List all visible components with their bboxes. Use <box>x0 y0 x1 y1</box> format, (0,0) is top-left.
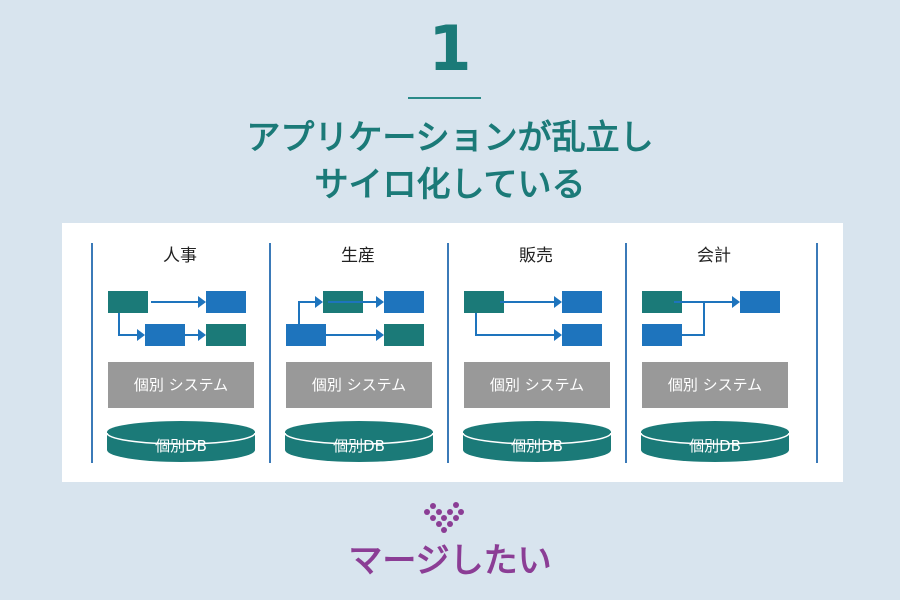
app-box <box>145 324 185 346</box>
arrow-head <box>198 329 206 341</box>
individual-db: 個別DB <box>640 420 790 464</box>
app-box <box>384 291 424 313</box>
app-flow-diagram <box>108 291 246 346</box>
arrow-head <box>732 296 740 308</box>
individual-system-box: 個別 システム <box>642 362 788 408</box>
arrow-head <box>554 329 562 341</box>
step-divider <box>408 97 481 99</box>
flow-arrow <box>118 313 137 336</box>
department-column-accounting: 会計 個別 システム 個別DB <box>596 223 834 482</box>
app-box <box>286 324 326 346</box>
arrow-head <box>376 329 384 341</box>
app-box <box>740 291 780 313</box>
individual-db: 個別DB <box>284 420 434 464</box>
db-label: 個別DB <box>155 437 207 455</box>
headline-line-2: サイロ化している <box>314 165 586 205</box>
column-divider <box>625 243 627 463</box>
app-box <box>642 324 682 346</box>
db-label: 個別DB <box>689 437 741 455</box>
individual-system-box: 個別 システム <box>108 362 254 408</box>
app-box <box>206 324 246 346</box>
department-name: 販売 <box>519 246 553 266</box>
step-number: 1 <box>428 12 472 85</box>
department-name: 生産 <box>341 246 375 266</box>
app-flow-diagram <box>286 291 424 346</box>
arrow-head <box>554 296 562 308</box>
database-icon <box>106 421 256 462</box>
flow-arrow <box>682 302 705 336</box>
arrow-head <box>376 296 384 308</box>
column-divider <box>269 243 271 463</box>
arrow-head <box>137 329 145 341</box>
individual-db: 個別DB <box>462 420 612 464</box>
department-column-sales: 販売 個別 システム 個別DB <box>418 223 656 482</box>
column-divider <box>91 243 93 463</box>
department-column-hr: 人事 個別 システム 個別DB <box>62 223 300 482</box>
silo-diagram-panel: 人事 個別 システム 個別DB 生産 <box>62 223 843 482</box>
arrow-head <box>198 296 206 308</box>
column-divider <box>447 243 449 463</box>
department-column-production: 生産 個別 システム 個別DB <box>240 223 478 482</box>
database-icon <box>462 421 612 462</box>
database-icon <box>284 421 434 462</box>
db-label: 個別DB <box>511 437 563 455</box>
app-flow-diagram <box>464 291 602 346</box>
app-box <box>206 291 246 313</box>
column-divider <box>816 243 818 463</box>
app-box <box>562 291 602 313</box>
app-box <box>642 291 682 313</box>
department-name: 会計 <box>697 246 731 266</box>
app-box <box>108 291 148 313</box>
app-flow-diagram <box>642 291 780 346</box>
app-box <box>384 324 424 346</box>
flow-arrow <box>298 301 315 324</box>
department-name: 人事 <box>163 246 197 266</box>
arrow-head <box>315 296 323 308</box>
db-label: 個別DB <box>333 437 385 455</box>
headline-line-1: アプリケーションが乱立し <box>246 118 654 158</box>
flow-arrow <box>475 313 554 336</box>
merge-goal-text: マージしたい <box>348 541 552 581</box>
individual-system-box: 個別 システム <box>464 362 610 408</box>
app-box <box>562 324 602 346</box>
database-icon <box>640 421 790 462</box>
app-box <box>464 291 504 313</box>
dotted-heart-icon <box>424 502 464 533</box>
individual-system-box: 個別 システム <box>286 362 432 408</box>
individual-db: 個別DB <box>106 420 256 464</box>
